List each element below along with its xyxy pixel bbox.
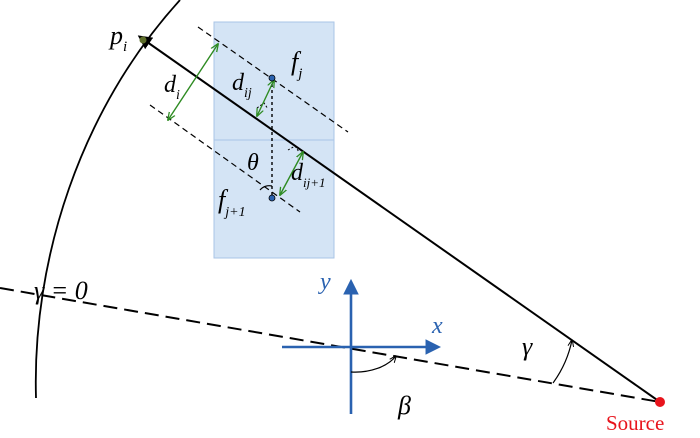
label-source: Source — [606, 411, 664, 435]
distance-d-ij — [257, 80, 274, 116]
pixel-center-f-j1 — [268, 194, 276, 202]
distance-d-ij1 — [280, 152, 303, 195]
detector-arc — [34, 0, 181, 399]
pixel-center-f-j — [268, 74, 276, 82]
label-f-j: fj — [291, 47, 302, 82]
label-axis-y: y — [318, 269, 331, 295]
label-gamma-zero: γ = 0 — [34, 276, 88, 305]
boundary-line-lower — [149, 104, 301, 213]
label-gamma: γ — [522, 332, 533, 361]
label-d-ij: dij — [232, 70, 252, 101]
source-point — [655, 397, 665, 407]
beta-arc — [350, 356, 396, 373]
label-axis-x: x — [431, 313, 443, 339]
label-f-j1: fj+1 — [218, 185, 246, 220]
label-d-i: di — [164, 72, 180, 103]
label-theta: θ — [247, 150, 259, 176]
label-p-i: pi — [108, 21, 127, 55]
gamma-arc — [552, 340, 572, 384]
theta-arc — [259, 185, 273, 191]
label-d-ij1: dij+1 — [291, 160, 326, 190]
detector-point-p-i — [139, 36, 147, 44]
distance-d-i — [168, 44, 218, 120]
label-beta: β — [397, 391, 411, 420]
central-ray-dashed — [0, 287, 661, 403]
